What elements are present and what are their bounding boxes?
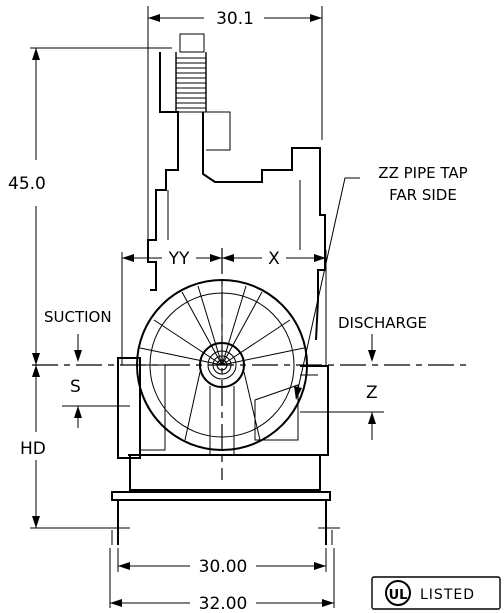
dimension-z: Z bbox=[300, 383, 384, 440]
hd-label: HD bbox=[20, 439, 46, 459]
dimension-base-inner: 30.00 bbox=[117, 548, 327, 577]
yy-label: YY bbox=[168, 249, 190, 269]
ul-listed-badge: UL LISTED bbox=[371, 576, 501, 610]
dimension-base-outer: 32.00 bbox=[109, 548, 335, 613]
base-inner-label: 30.00 bbox=[199, 557, 248, 577]
discharge-label: DISCHARGE bbox=[338, 314, 427, 332]
ul-mark: UL bbox=[389, 588, 408, 603]
pipe-tap-line2: FAR SIDE bbox=[389, 186, 457, 204]
pipe-tap-line1: ZZ PIPE TAP bbox=[378, 164, 467, 182]
dimension-s: S bbox=[62, 377, 130, 428]
dimension-height: 45.0 bbox=[8, 47, 172, 365]
dimension-hd: HD bbox=[20, 365, 108, 529]
suction-callout: SUCTION bbox=[44, 308, 112, 362]
base-outer-label: 32.00 bbox=[199, 594, 248, 613]
pump-body bbox=[106, 6, 340, 545]
ul-listed-text: LISTED bbox=[420, 587, 475, 603]
s-label: S bbox=[70, 377, 81, 397]
dimension-top-width: 30.1 bbox=[148, 9, 322, 29]
top-width-label: 30.1 bbox=[216, 9, 254, 29]
pipe-tap-callout: ZZ PIPE TAP FAR SIDE bbox=[294, 164, 468, 400]
dimension-yy-x: YY X bbox=[121, 249, 327, 365]
height-label: 45.0 bbox=[8, 174, 46, 194]
suction-label: SUCTION bbox=[44, 308, 112, 326]
x-label: X bbox=[268, 249, 280, 269]
discharge-callout: DISCHARGE bbox=[338, 314, 427, 362]
z-label: Z bbox=[366, 383, 378, 403]
